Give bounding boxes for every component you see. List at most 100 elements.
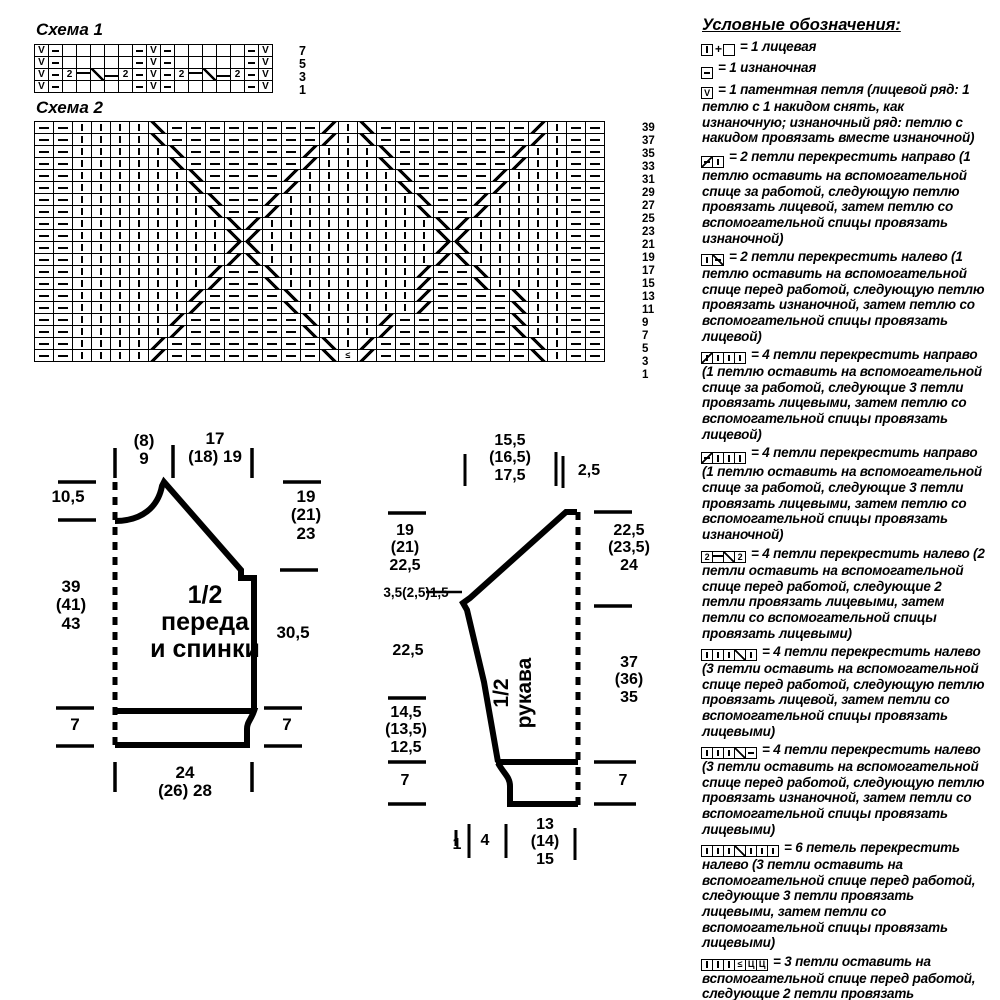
chart-cell: ≤ xyxy=(338,349,358,362)
measurement-bottom-width: 24 (26) 28 xyxy=(158,763,212,801)
row-number: 39 xyxy=(642,122,655,134)
legend-title: Условные обозначения: xyxy=(702,16,901,34)
chart-cell xyxy=(433,217,453,230)
chart-row xyxy=(34,157,605,170)
chart-cell xyxy=(186,169,206,182)
cross2-right-symbol xyxy=(701,156,724,169)
chart-cell xyxy=(90,68,105,81)
chart-cell xyxy=(34,349,54,362)
sleeve-label: 1/2 рукава xyxy=(490,657,537,729)
chart-cell xyxy=(132,80,147,93)
chart-row xyxy=(34,217,605,230)
chart-row xyxy=(34,337,605,350)
chart-cell xyxy=(712,649,724,662)
row-number: 5 xyxy=(299,57,306,71)
measurement-sleeve-top-right: 2,5 xyxy=(577,462,601,479)
chart-row xyxy=(34,193,605,206)
chart-cell xyxy=(376,349,396,362)
chart-cell xyxy=(734,649,746,662)
measurement-sleeve-cap-left: 19 (21) 22,5 xyxy=(389,522,421,574)
row-number: 19 xyxy=(642,252,655,264)
chart-cell xyxy=(723,551,735,564)
chart-cell xyxy=(701,452,713,465)
row-number: 9 xyxy=(642,317,649,329)
legend-item: = 4 петли перекрестить налево (3 петли о… xyxy=(701,644,985,739)
chart-cell xyxy=(281,169,301,182)
chart-cell xyxy=(48,80,63,93)
chart-cell xyxy=(712,352,724,365)
chart-cell xyxy=(319,121,339,134)
legend-item: = 4 петли перекрестить направо (1 петлю … xyxy=(701,445,982,542)
row-number: 17 xyxy=(642,265,655,277)
row-number: 11 xyxy=(642,304,655,316)
measurement-sleeve-rib-left: 7 xyxy=(400,772,410,789)
chart-cell xyxy=(300,349,320,362)
measurement-sleeve-bottom-width: 13 (14) 15 xyxy=(530,816,560,868)
chart-cell xyxy=(244,80,259,93)
chart-cell xyxy=(72,349,92,362)
chart-cell xyxy=(186,349,206,362)
chart-cell xyxy=(452,241,472,254)
chart-cell xyxy=(734,352,746,365)
measurement-rib-left: 7 xyxy=(70,715,80,734)
chart-cell xyxy=(414,265,434,278)
chart-cell xyxy=(216,80,231,93)
front-back-shape xyxy=(56,445,321,792)
legend: Условные обозначения: += 1 лицевая = 1 и… xyxy=(701,16,988,1000)
chart-cell: V xyxy=(258,80,273,93)
measurement-sleeve-seam-lower: 14,5 (13,5) 12,5 xyxy=(385,704,427,756)
chart-cell xyxy=(76,80,91,93)
chart-cell xyxy=(734,845,746,858)
chart-cell xyxy=(357,349,377,362)
sleeve-schematic: 15,5 (16,5) 17,5 2,5 19 (21) 22,5 3,5(2,… xyxy=(370,430,680,878)
chart-cell xyxy=(167,349,187,362)
chart-row xyxy=(34,205,605,218)
chart-cell xyxy=(547,349,567,362)
chart-cell xyxy=(230,80,245,93)
scheme1-title: Схема 1 xyxy=(36,20,103,39)
chart-row xyxy=(34,145,605,158)
measurement-sleeve-cap-right: 22,5 (23,5) 24 xyxy=(608,522,650,574)
chart-cell xyxy=(528,121,548,134)
row-number: 37 xyxy=(642,135,655,147)
cross6-left-symbol xyxy=(701,845,779,858)
row-number: 1 xyxy=(642,369,649,381)
chart-cell xyxy=(712,156,724,169)
measurement-sleeve-length-right: 37 (36) 35 xyxy=(614,654,644,706)
row-number: 25 xyxy=(642,213,655,225)
chart-cell xyxy=(202,80,217,93)
chart-cell xyxy=(701,66,713,79)
legend-item: V= 1 патентная петля (лицевой ряд: 1 пет… xyxy=(701,81,975,146)
chart-cell xyxy=(90,80,105,93)
chart-cell xyxy=(319,133,339,146)
chart-cell xyxy=(262,277,282,290)
chart-cell xyxy=(243,217,263,230)
chart-cell xyxy=(174,80,189,93)
chart-cell xyxy=(110,349,130,362)
scheme2-chart: ≤ xyxy=(34,121,605,362)
chart-cell: V xyxy=(34,80,49,93)
chart-cell xyxy=(509,289,529,302)
legend-item: = 2 петли перекрестить направо (1 петлю … xyxy=(701,149,971,246)
sleeve-shape xyxy=(388,452,636,860)
cross4-right-knit-symbol xyxy=(701,352,746,365)
chart-cell xyxy=(471,193,491,206)
brioche-stitch-symbol: V xyxy=(701,87,713,100)
chart-cell xyxy=(745,649,757,662)
front-back-schematic: (8) 9 17 (18) 19 10,5 39 (41) 43 19 (21)… xyxy=(40,429,340,825)
chart-cell xyxy=(433,253,453,266)
row-number: 3 xyxy=(642,356,649,368)
knit-stitch-symbol: + xyxy=(701,42,735,57)
row-number: 15 xyxy=(642,278,655,290)
chart-cell xyxy=(767,845,779,858)
measurement-sleeve-seam-upper: 22,5 xyxy=(392,642,424,659)
measurement-sleeve-rib-right: 7 xyxy=(618,772,628,789)
chart-cell xyxy=(129,349,149,362)
chart-cell xyxy=(414,289,434,302)
row-number: 7 xyxy=(642,330,649,342)
row-number: 29 xyxy=(642,187,655,199)
